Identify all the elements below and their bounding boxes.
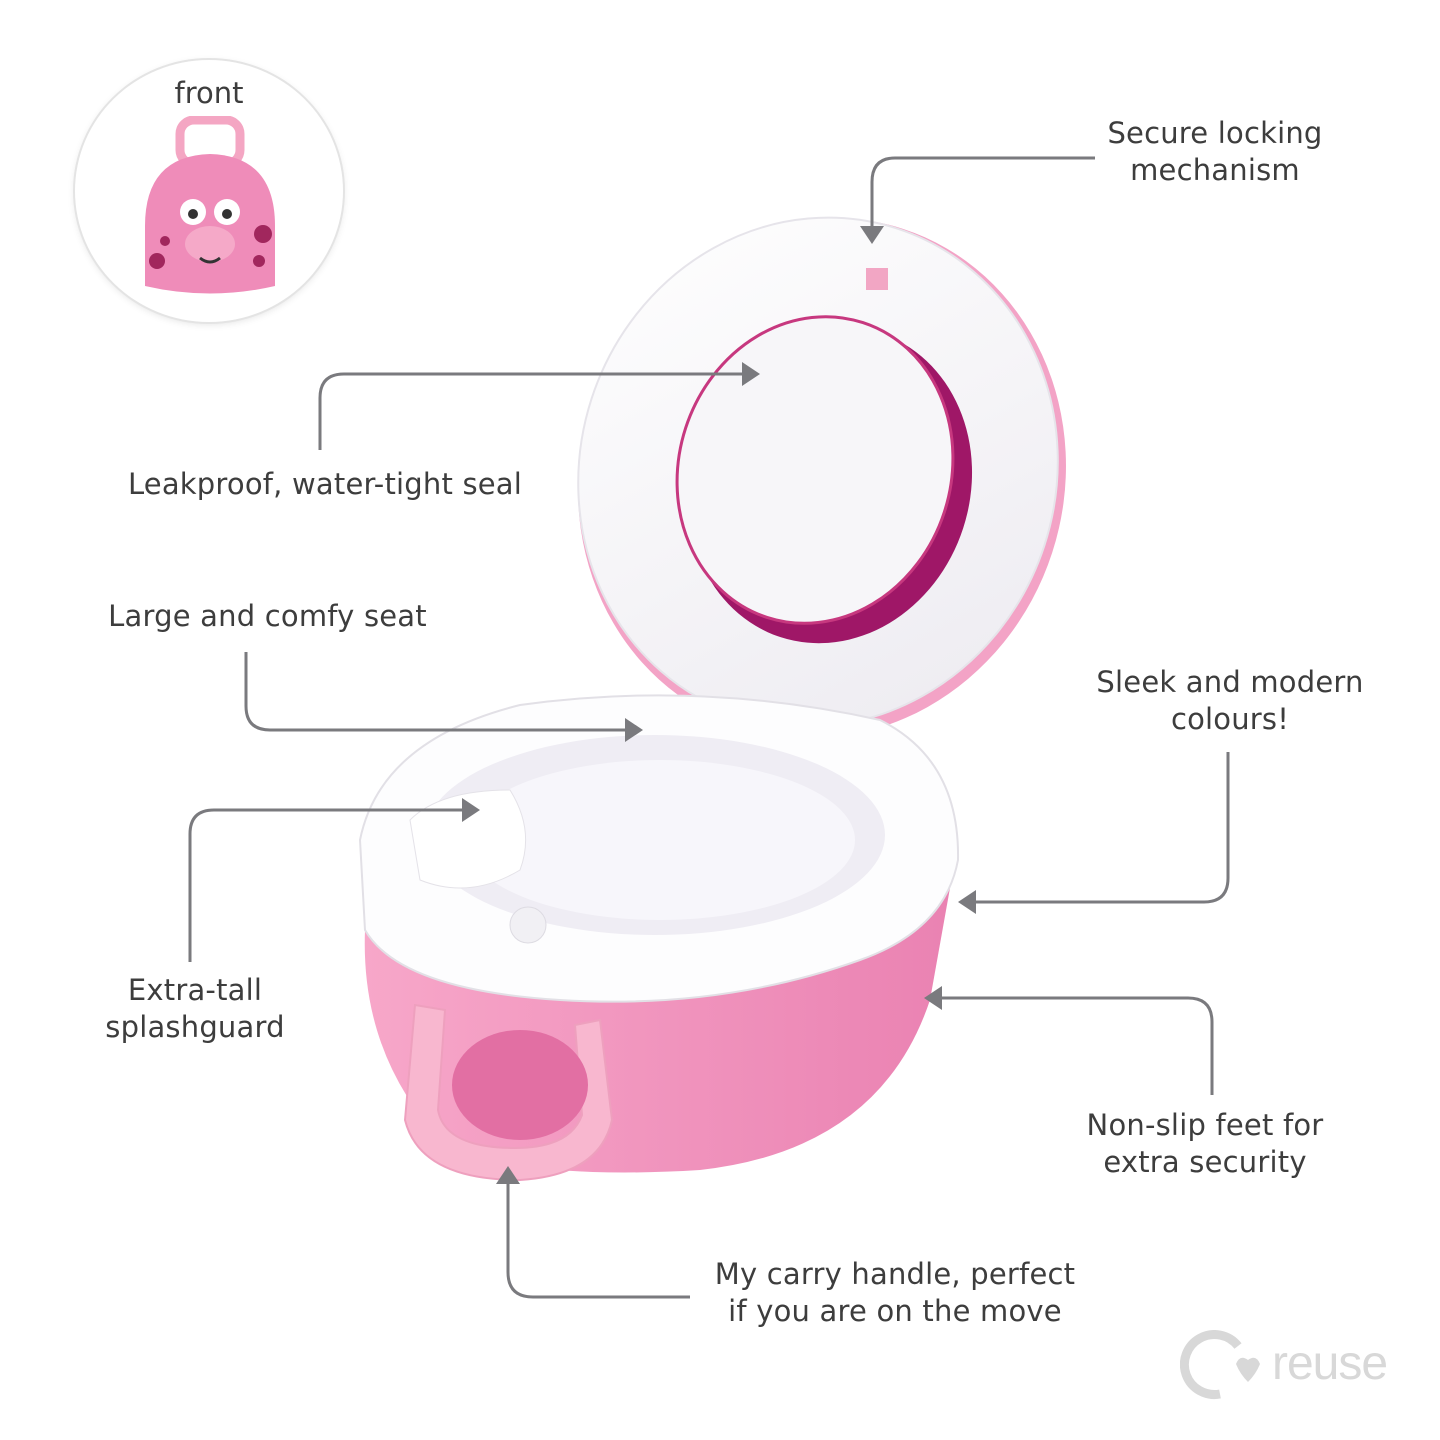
callout-text: mechanism [1130,153,1300,187]
callout-colours: Sleek and modern colours! [1085,664,1375,738]
callout-text: Large and comfy seat [108,599,427,633]
callout-text: splashguard [105,1010,285,1044]
badge-label: front [174,76,244,110]
carry-handle [403,1003,614,1182]
callout-text: Sleek and modern [1096,665,1364,699]
arrowheads [462,226,976,1184]
front-view-badge: front [75,60,343,322]
callout-text: Non-slip feet for [1086,1108,1324,1142]
lock-latch [866,268,888,290]
callout-text: if you are on the move [728,1294,1062,1328]
callout-text: colours! [1170,702,1290,736]
callout-lines [188,156,1230,1299]
callout-text: extra security [1103,1145,1307,1179]
callout-locking: Secure locking mechanism [1100,115,1330,189]
reuse-circle-heart-icon [1179,1330,1260,1400]
callout-handle: My carry handle, perfect if you are on t… [700,1256,1090,1330]
callout-splashguard: Extra-tall splashguard [95,972,295,1046]
logo-text: reuse [1272,1337,1388,1390]
callout-text: Secure locking [1107,116,1323,150]
callout-seal: Leakproof, water-tight seal [110,466,540,503]
reuse-logo: reuse [1179,1330,1410,1400]
callout-text: My carry handle, perfect [714,1257,1076,1291]
callout-text: Leakproof, water-tight seal [127,467,523,501]
callout-feet: Non-slip feet for extra security [1075,1107,1335,1181]
potty-base [358,694,960,1182]
dino-potty-front-image [145,116,275,294]
lid [577,216,1066,739]
callout-text: Extra-tall [127,973,263,1007]
callout-seat: Large and comfy seat [95,598,440,635]
